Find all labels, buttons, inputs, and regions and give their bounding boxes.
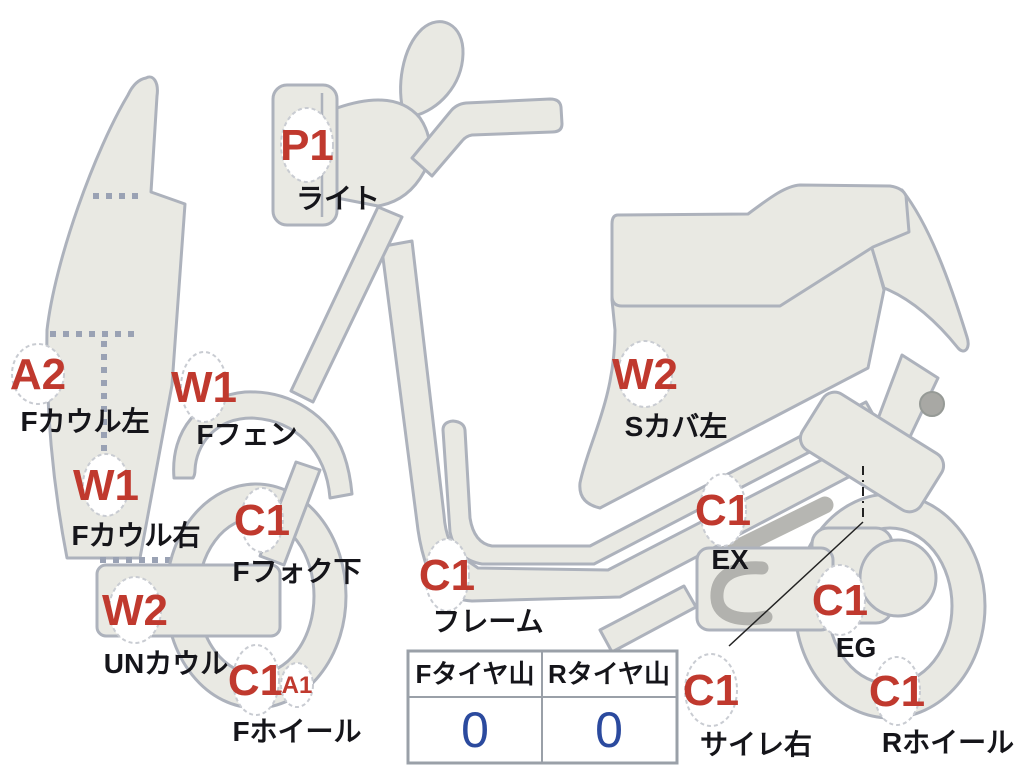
marker-code: C1 [419,551,475,600]
part-label-side-cover-left: Sカバ左 [625,411,728,442]
part-label-exhaust: EX [711,544,749,575]
part-label-frame: フレーム [432,606,543,637]
marker-front-cowl-left: A2 [10,343,66,405]
marker-code: W2 [102,586,168,635]
front-fender-shape [172,390,354,500]
marker-circle [82,453,130,517]
part-label-front-cowl-left: Fカウル左 [20,406,149,437]
marker-sub-code: A1 [282,672,313,699]
marker-circle [873,656,921,726]
marker-rear-wheel: C1 [869,656,925,726]
marker-circle [617,340,673,408]
marker-front-fork-lower: C1 [234,487,290,553]
engine-hub-shape [858,538,938,618]
marker-side-cover-left: W2 [612,340,678,408]
marker-circle [280,107,334,183]
part-label-engine: EG [836,632,876,663]
marker-front-cowl-right: W1 [73,453,139,517]
marker-code: C1 [812,576,868,625]
marker-code: W2 [612,350,678,399]
scooter-artwork [45,20,987,720]
muffler-bend-pipe-shape [710,561,773,626]
front-tire-tread-value: 0 [461,702,489,758]
marker-circle [180,351,228,423]
part-label-front-fork-lower: Fフォク下 [232,556,361,587]
marker-code: P1 [280,121,334,170]
front-wheel-shape [164,482,348,710]
marker-under-cowl: W2 [102,576,168,644]
marker-front-wheel: C1 A1 [228,644,314,716]
marker-circle [11,343,65,405]
rear-tire-tread-header: Rタイヤ山 [548,659,670,689]
rear-tire-tread-value: 0 [595,702,623,758]
marker-code: W1 [73,461,139,510]
marker-sub-circle [280,662,314,708]
marker-engine: C1 [812,564,868,636]
marker-code: C1 [695,486,751,535]
front-fork-upper-shape [289,205,404,404]
tire-tread-table: Fタイヤ山 Rタイヤ山 0 0 [406,649,679,765]
front-tire-tread-header: Fタイヤ山 [415,659,534,689]
carrier-knob-shape [919,391,945,417]
mirror-shape [399,20,465,119]
marker-circle [684,653,738,727]
marker-code: C1 [683,666,739,715]
marker-silencer-right: C1 [683,653,739,727]
marker-code: C1 [228,656,284,705]
marker-exhaust: C1 [695,473,751,547]
marker-circle [814,564,866,636]
marker-code: W1 [171,363,237,412]
rear-carrier-shape [798,390,946,514]
part-label-under-cowl: UNカウル [104,648,228,679]
part-label-silencer-right: サイレ右 [700,729,812,760]
leader-line [728,521,864,647]
part-labels: ライト Fカウル左 Fフェン Fカウル右 Fフォク下 UNカウル Fホイール フ… [20,183,1014,760]
marker-code: A2 [10,350,66,399]
marker-code: C1 [869,667,925,716]
part-label-rear-wheel: Rホイール [882,727,1014,758]
part-label-front-cowl-right: Fカウル右 [71,520,200,551]
handlebar-shape [410,97,564,178]
part-label-light: ライト [296,183,380,214]
marker-code: C1 [234,496,290,545]
marker-circle [424,538,470,612]
floor-rail-shape [441,400,877,566]
marker-frame: C1 [419,538,475,612]
part-label-front-wheel: Fホイール [232,716,361,747]
marker-light: P1 [280,107,334,183]
marker-circle [232,644,280,716]
marker-circle [240,487,284,553]
seat-shape [610,183,911,308]
marker-front-fender: W1 [171,351,237,423]
marker-circle [108,576,162,644]
damage-markers: P1 A2 W1 W1 C1 W2 C1 A1 C1 [10,107,925,727]
part-label-front-fender: Fフェン [196,419,297,450]
marker-circle [699,473,747,547]
